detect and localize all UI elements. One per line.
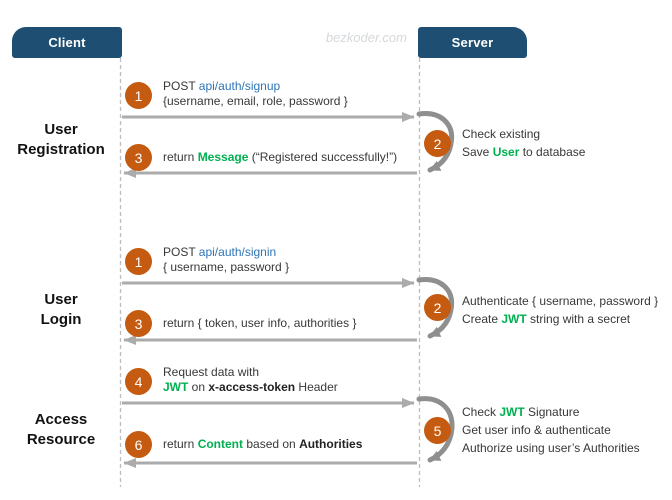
step-badge-1-login: 1 xyxy=(125,248,152,275)
text-segment: Message xyxy=(197,150,249,164)
text-segment: Check xyxy=(462,405,500,419)
message-register-return: return Message (“Registered successfully… xyxy=(163,150,397,165)
text-segment: POST xyxy=(163,245,199,259)
message-login-return: return { token, user info, authorities } xyxy=(163,316,356,331)
text-segment: return xyxy=(163,150,198,164)
step-badge-3-login: 3 xyxy=(125,310,152,337)
note-line: Authenticate { username, password } xyxy=(462,292,658,310)
text-segment: string with a secret xyxy=(526,312,631,326)
text-segment: JWT xyxy=(499,405,525,419)
message-line: Request data with xyxy=(163,365,338,380)
text-segment: Get user info & authenticate xyxy=(462,423,611,437)
text-segment: Authenticate { username, password } xyxy=(462,294,659,308)
actor-client-header: Client xyxy=(12,27,122,58)
message-access-return: return Content based on Authorities xyxy=(163,437,362,452)
message-line: return Content based on Authorities xyxy=(163,437,362,452)
text-segment: Request data with xyxy=(163,365,260,379)
text-segment: JWT xyxy=(163,380,189,394)
server-selfloop-login xyxy=(416,277,455,339)
section-label-access-resource: Access Resource xyxy=(5,410,117,450)
section-label-user-login: User Login xyxy=(5,290,117,330)
text-segment: api/auth/signup xyxy=(198,79,281,93)
message-line: POST api/auth/signup xyxy=(163,79,348,94)
text-segment: x-access-token xyxy=(208,380,296,394)
note-line: Authorize using user’s Authorities xyxy=(462,439,640,457)
label-line: User xyxy=(44,121,78,138)
text-segment: based on xyxy=(243,437,300,451)
message-line: return Message (“Registered successfully… xyxy=(163,150,397,165)
message-line: { username, password } xyxy=(163,260,289,275)
text-segment: User xyxy=(492,145,520,159)
step-badge-5-access: 5 xyxy=(424,417,451,444)
note-line: Save User to database xyxy=(462,143,585,161)
text-segment: Authorities xyxy=(299,437,363,451)
text-segment: (“Registered successfully!”) xyxy=(248,150,398,164)
text-segment: Create xyxy=(462,312,502,326)
step-badge-6-access: 6 xyxy=(125,431,152,458)
message-line: {username, email, role, password } xyxy=(163,94,348,109)
step-badge-1-register: 1 xyxy=(125,82,152,109)
label-line: User xyxy=(44,291,78,308)
server-selfloop-access xyxy=(416,396,455,463)
text-segment: { username, password } xyxy=(163,260,290,274)
section-label-user-registration: User Registration xyxy=(5,120,117,160)
text-segment: return xyxy=(163,437,198,451)
actor-server-header: Server xyxy=(418,27,527,58)
text-segment: api/auth/signin xyxy=(198,245,277,259)
step-badge-4-access: 4 xyxy=(125,368,152,395)
note-register-process: Check existing Save User to database xyxy=(462,125,585,161)
note-login-process: Authenticate { username, password } Crea… xyxy=(462,292,658,328)
message-login-request: POST api/auth/signin { username, passwor… xyxy=(163,245,289,275)
step-badge-2-register: 2 xyxy=(424,130,451,157)
text-segment: Content xyxy=(197,437,244,451)
text-segment: on xyxy=(188,380,209,394)
label-line: Registration xyxy=(17,141,105,158)
note-access-process: Check JWT Signature Get user info & auth… xyxy=(462,403,640,457)
step-badge-2-login: 2 xyxy=(424,294,451,321)
text-segment: to database xyxy=(519,145,586,159)
message-line: return { token, user info, authorities } xyxy=(163,316,356,331)
server-selfloop-register xyxy=(416,111,455,173)
text-segment: JWT xyxy=(501,312,527,326)
note-line: Create JWT string with a secret xyxy=(462,310,658,328)
text-segment: Check existing xyxy=(462,127,541,141)
label-line: Resource xyxy=(26,431,96,448)
watermark: bezkoder.com xyxy=(325,30,407,45)
note-line: Check existing xyxy=(462,125,585,143)
message-register-request: POST api/auth/signup {username, email, r… xyxy=(163,79,348,109)
text-segment: Authorize using user’s Authorities xyxy=(462,441,640,455)
text-segment: Signature xyxy=(524,405,580,419)
note-line: Get user info & authenticate xyxy=(462,421,640,439)
message-line: JWT on x-access-token Header xyxy=(163,380,338,395)
text-segment: {username, email, role, password } xyxy=(163,94,348,108)
label-line: Login xyxy=(40,311,82,328)
message-line: POST api/auth/signin xyxy=(163,245,289,260)
text-segment: Save xyxy=(462,145,493,159)
text-segment: Header xyxy=(295,380,338,394)
label-line: Access xyxy=(34,411,88,428)
text-segment: return { token, user info, authorities } xyxy=(163,316,357,330)
message-access-request: Request data with JWT on x-access-token … xyxy=(163,365,338,395)
text-segment: POST xyxy=(163,79,199,93)
step-badge-3-register: 3 xyxy=(125,144,152,171)
note-line: Check JWT Signature xyxy=(462,403,640,421)
